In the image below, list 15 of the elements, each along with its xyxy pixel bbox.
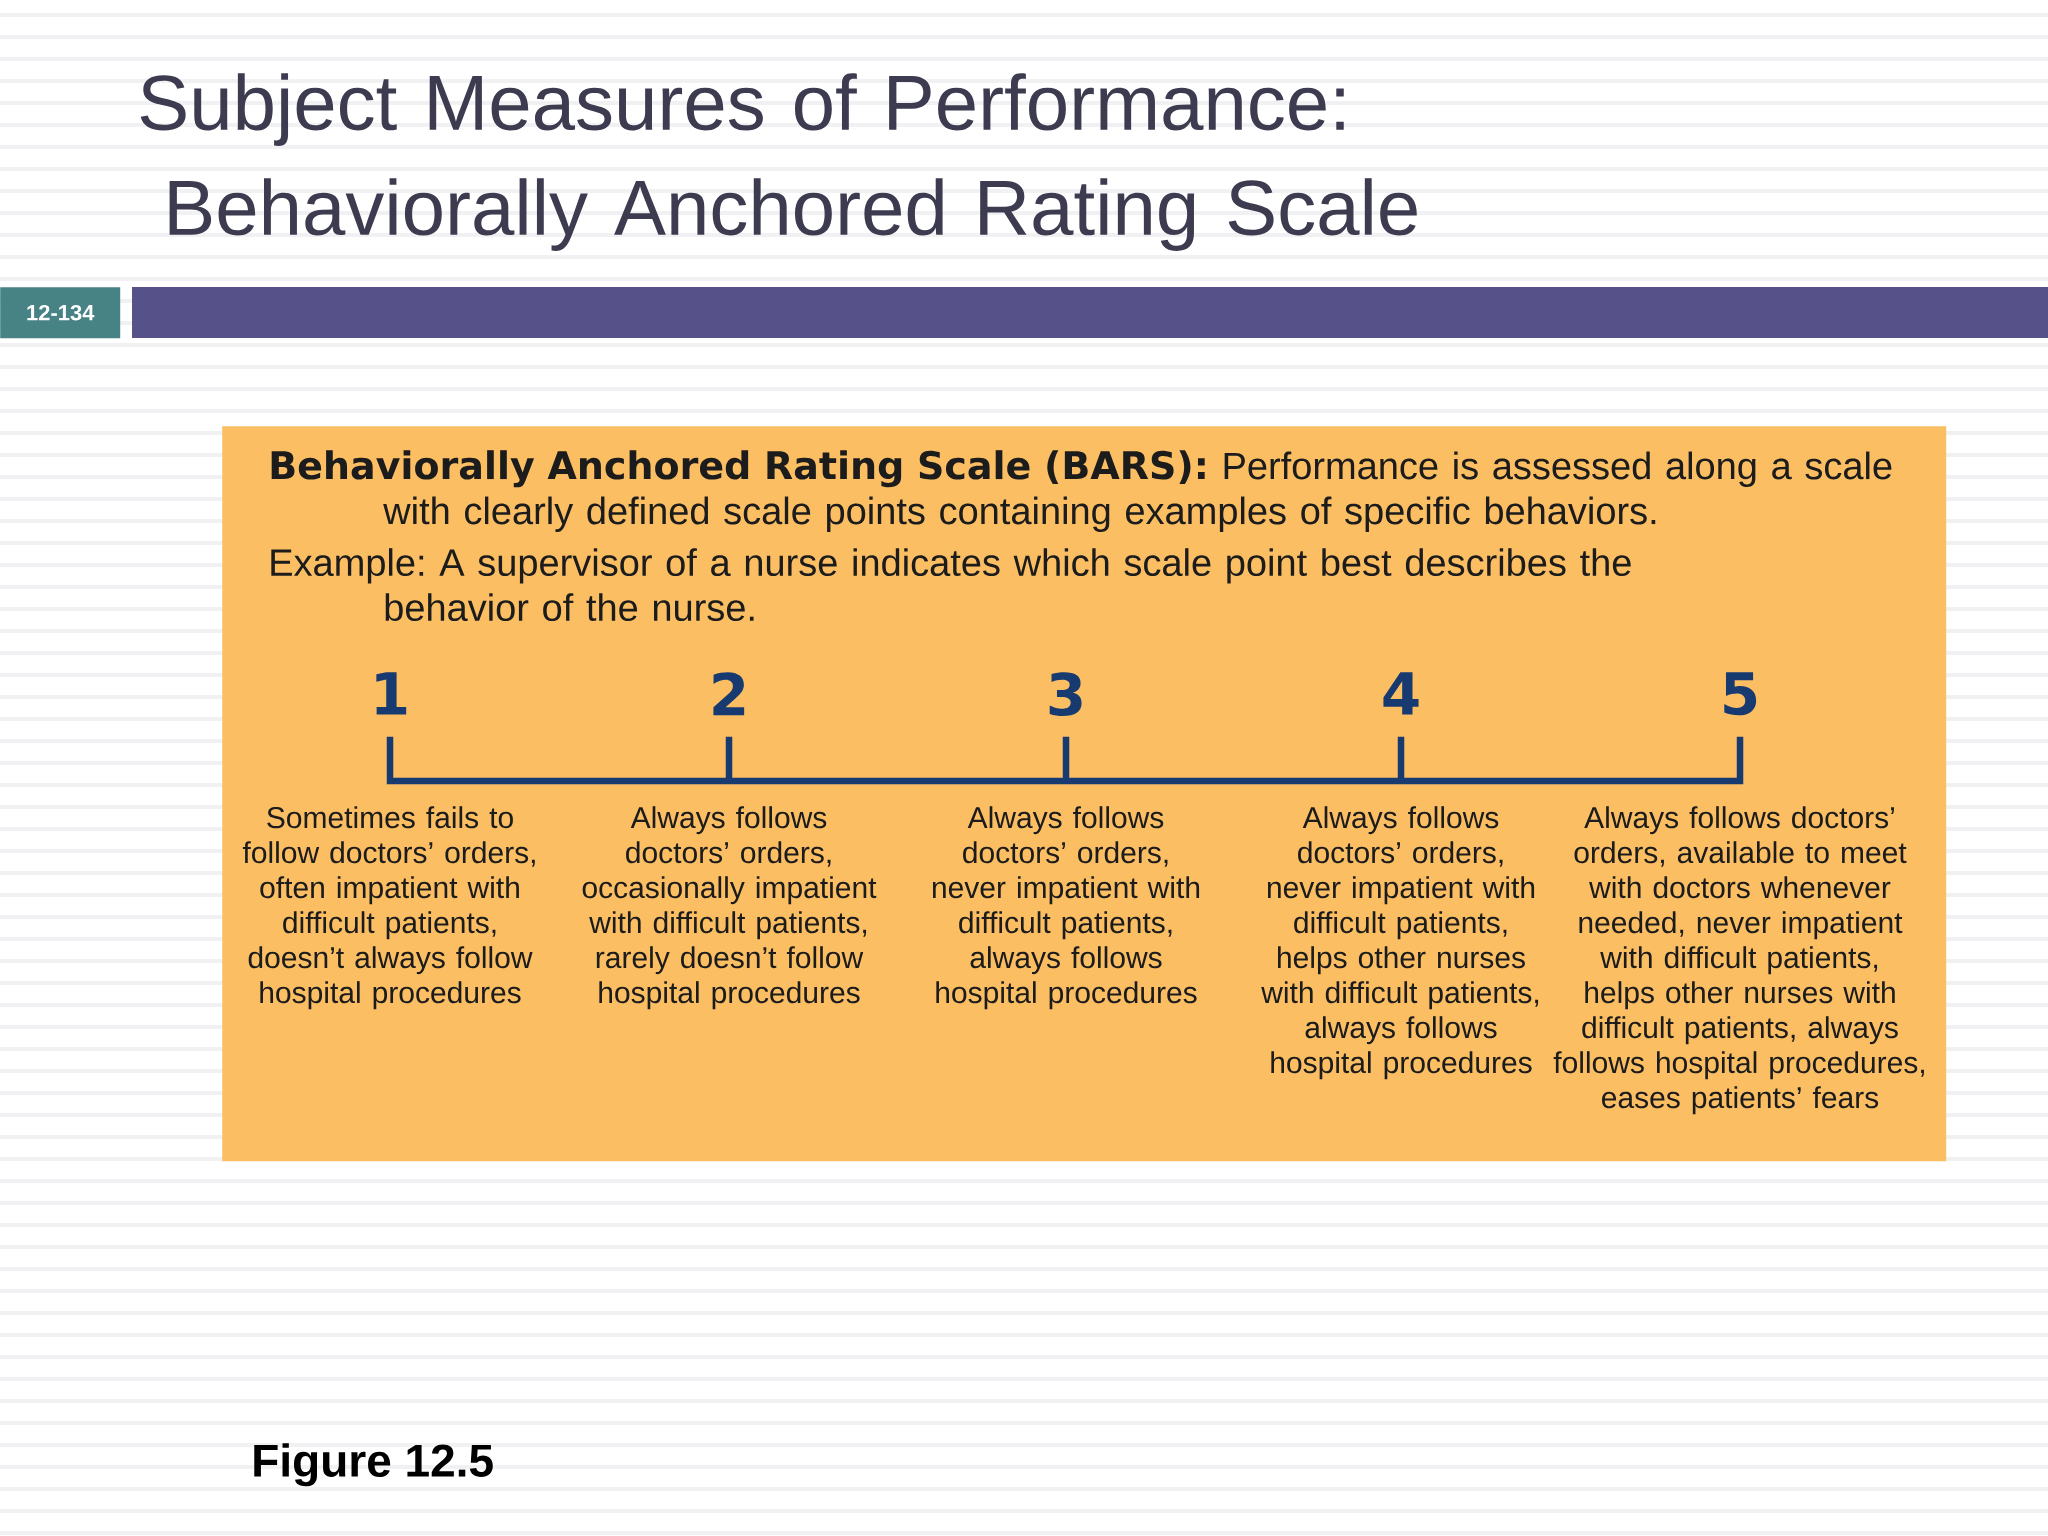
scale-point-number: 3 xyxy=(1049,672,1082,717)
example-text: Example: A supervisor of a nurse indicates which scale point best describes the behavior of the nurse. xyxy=(271,548,1631,622)
behavior-description: Always follows doctors’ orders, never impatient with difficult patients, helps other nurses with difficult patients, always follows hospital procedures xyxy=(1261,806,1539,1080)
slide-title: Subject Measures of Performance: Behaviorally Anchored Rating Scale xyxy=(140,73,1417,251)
definition-text: Behaviorally Anchored Rating Scale (BARS): Performance is assessed along a scale with clearly defined scale points containing examples of specific behaviors. xyxy=(271,450,1892,532)
behavior-description: Always follows doctors’ orders, occasionally impatient with difficult patients, rarely doesn’t follow hospital procedures xyxy=(582,806,877,1010)
figure-caption: Figure 12.5 xyxy=(254,1443,493,1487)
behavior-description: Always follows doctors’ orders, never impatient with difficult patients, always follows hospital procedures xyxy=(932,806,1200,1010)
behavior-description: Always follows doctors’ orders, available to meet with doctors whenever needed, never impatient with difficult patients, helps other nurses with difficult patients, always follows hospital procedures, eases patients’ fears xyxy=(1553,806,1924,1115)
scale-point-number: 5 xyxy=(1724,672,1757,716)
behavior-description: Sometimes fails to follow doctors’ orders, often impatient with difficult patients, doesn’t always follow hospital procedures xyxy=(242,806,535,1010)
scale-point-number: 2 xyxy=(713,672,745,716)
scale-point-number: 1 xyxy=(376,672,407,715)
scale-point-number: 4 xyxy=(1383,672,1419,715)
slide-number-tab: 12-134 xyxy=(0,287,121,339)
